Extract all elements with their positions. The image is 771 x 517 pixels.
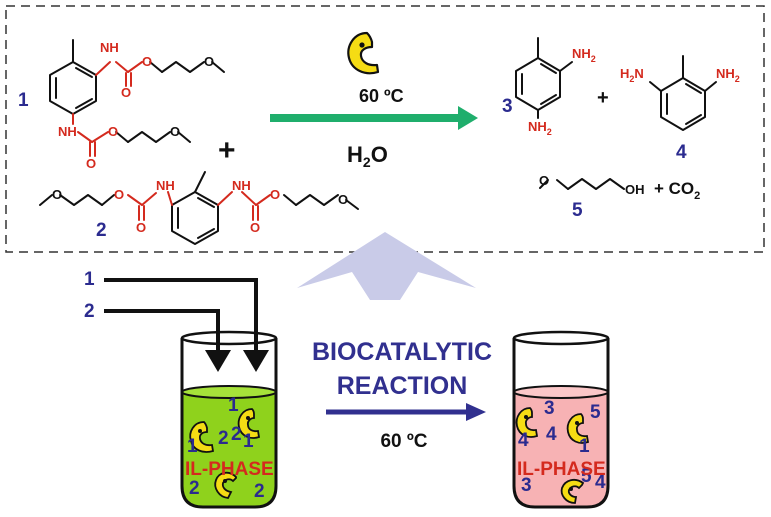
compound-2-label: 2 bbox=[96, 220, 107, 241]
il-phase-label-right: IL-PHASE bbox=[517, 459, 606, 480]
compound-4-label: 4 bbox=[676, 142, 687, 163]
right-num-5: 1 bbox=[579, 436, 590, 457]
enzyme-icon-left-3 bbox=[214, 471, 237, 499]
c2-ether-o-right: O bbox=[338, 192, 348, 207]
temperature-label-top: 60 ºC bbox=[359, 86, 404, 106]
temperature-label-bottom: 60 ºC bbox=[380, 431, 427, 452]
c2-ether-o-left: O bbox=[52, 187, 62, 202]
compound-1-structure bbox=[49, 39, 225, 157]
compound-1-label: 1 bbox=[18, 90, 29, 111]
plus-sign-products: + bbox=[597, 87, 609, 109]
right-num-4: 4 bbox=[518, 430, 529, 451]
compound-4-structure bbox=[649, 55, 717, 131]
left-beaker bbox=[180, 330, 278, 509]
right-num-2: 5 bbox=[590, 402, 601, 423]
feed-arrowhead-1 bbox=[243, 350, 269, 372]
enzyme-icon-right-1 bbox=[515, 407, 539, 438]
process-arrow-head bbox=[466, 403, 486, 421]
enzyme-icon-left-2 bbox=[237, 408, 261, 439]
biocatalytic-label: BIOCATALYTIC bbox=[312, 338, 492, 366]
compound-5-structure bbox=[539, 178, 625, 190]
c4-h2n-left: H2N bbox=[620, 66, 644, 84]
feed-line-2 bbox=[104, 309, 220, 352]
feed-arrowhead-2 bbox=[205, 350, 231, 372]
enzyme-icon-left-1 bbox=[189, 421, 215, 453]
enzyme-icon-right-3 bbox=[560, 478, 585, 504]
left-num-4: 1 bbox=[243, 431, 254, 452]
feed-1-label: 1 bbox=[84, 269, 95, 290]
c2-nh-right: NH bbox=[232, 178, 251, 193]
c2-nh-left: NH bbox=[156, 178, 175, 193]
il-phase-label-left: IL-PHASE bbox=[185, 459, 274, 480]
left-num-2: 2 bbox=[218, 428, 229, 449]
c5-hydroxyl: OH bbox=[625, 182, 645, 197]
compound-3-structure bbox=[515, 37, 573, 119]
c3-nh2-top: NH2 bbox=[572, 46, 596, 64]
c4-nh2-right: NH2 bbox=[716, 66, 740, 84]
co2-label: + CO2 bbox=[654, 179, 700, 202]
c1-ester-o-upper: O bbox=[142, 54, 152, 69]
c1-carbonyl-o-upper: O bbox=[121, 85, 131, 100]
reaction-label: REACTION bbox=[337, 372, 468, 400]
c1-nh-lower: NH bbox=[58, 124, 77, 139]
compound-3-label: 3 bbox=[502, 96, 513, 117]
c1-ester-o-lower: O bbox=[108, 124, 118, 139]
c1-ether-o-lower: O bbox=[170, 124, 180, 139]
enzyme-icon-right-2 bbox=[566, 413, 590, 444]
reaction-scheme-box bbox=[5, 5, 765, 253]
right-num-6: 3 bbox=[521, 475, 532, 496]
right-beaker bbox=[512, 330, 610, 509]
c2-ester-o-left: O bbox=[114, 187, 124, 202]
enzyme-icon-top bbox=[347, 31, 380, 75]
water-label: H2O bbox=[347, 142, 388, 170]
feed-2-label: 2 bbox=[84, 301, 95, 322]
right-num-8: 4 bbox=[595, 472, 606, 493]
c1-nh-upper: NH bbox=[100, 40, 119, 55]
c1-carbonyl-o-lower: O bbox=[86, 156, 96, 171]
c2-ester-o-right: O bbox=[270, 187, 280, 202]
c2-carbonyl-o-right: O bbox=[250, 220, 260, 235]
compound-5-label: 5 bbox=[572, 200, 583, 221]
left-num-6: 2 bbox=[189, 478, 200, 499]
left-num-5: 1 bbox=[187, 436, 198, 457]
left-num-7: 2 bbox=[254, 481, 265, 502]
right-num-3: 4 bbox=[546, 424, 557, 445]
left-num-3: 2 bbox=[231, 424, 242, 445]
right-num-1: 3 bbox=[544, 398, 555, 419]
left-num-1: 1 bbox=[228, 395, 239, 416]
green-arrow-head bbox=[458, 106, 478, 130]
c5-ether-o: O bbox=[539, 173, 549, 188]
plus-sign-reactants: + bbox=[218, 134, 236, 167]
compound-2-structure bbox=[39, 171, 359, 245]
c1-ether-o-upper: O bbox=[204, 54, 214, 69]
feed-line-1 bbox=[104, 278, 258, 352]
upward-link-arrow bbox=[297, 232, 476, 300]
c3-nh2-bottom: NH2 bbox=[528, 119, 552, 137]
right-num-7: 5 bbox=[581, 466, 592, 487]
c2-carbonyl-o-left: O bbox=[136, 220, 146, 235]
